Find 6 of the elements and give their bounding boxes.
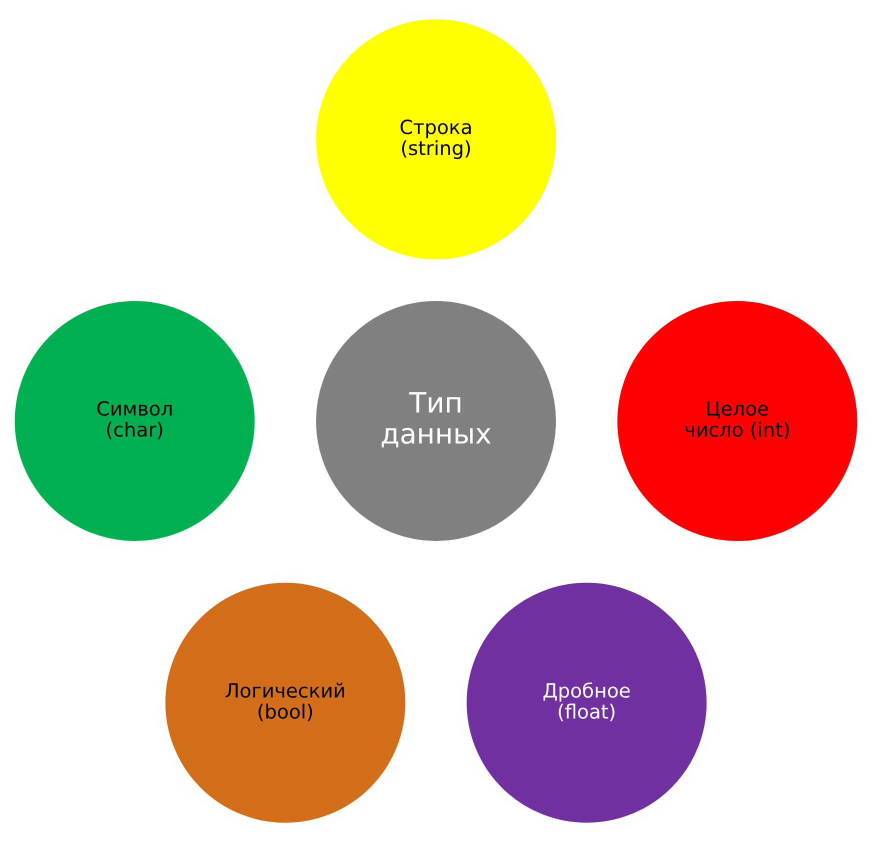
node-circle: Символ (char): [13, 299, 256, 542]
node-circle: Целое число (int): [616, 299, 859, 542]
node-circle: Логический (bool): [164, 580, 407, 824]
node-circle: Дробное (float): [465, 580, 708, 824]
node-circle: Тип данных: [314, 299, 558, 542]
node-circle: Строка (string): [314, 17, 558, 260]
